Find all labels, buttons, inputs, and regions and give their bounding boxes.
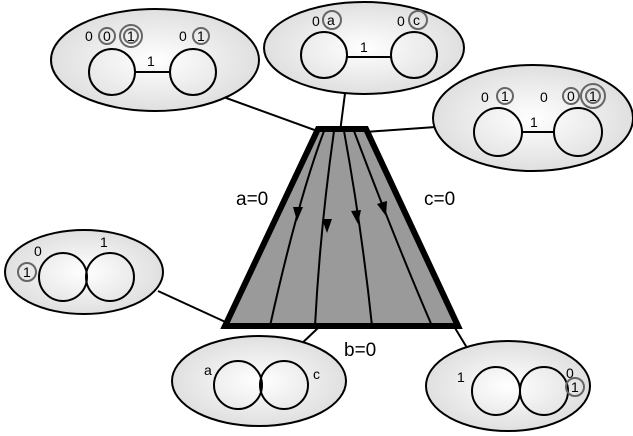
ring-left-label: 1 — [23, 264, 31, 280]
bubble-outline — [50, 8, 260, 112]
trapezoid-body — [220, 126, 463, 329]
bubble-mid-left: 1 0 1 — [4, 229, 164, 315]
bubble-bottom-right: 1 0 1 — [425, 340, 591, 432]
node-left — [300, 31, 348, 79]
arrow-3 — [351, 210, 361, 224]
top-label-b: 1 — [100, 234, 108, 250]
arrow-1 — [293, 207, 303, 221]
mark-left: 0 — [481, 89, 489, 105]
node-right — [85, 252, 135, 302]
ring-right-label: c — [413, 12, 420, 28]
ring-right-b-inner — [585, 88, 601, 104]
top-label-a: 0 — [34, 243, 42, 259]
ring-left — [322, 10, 342, 30]
edge-label: 1 — [360, 39, 368, 55]
ring-mid-a — [98, 27, 116, 45]
trajectory-3 — [343, 130, 373, 327]
label-left: a — [204, 362, 212, 378]
trajectory-4 — [353, 130, 433, 327]
trajectory-2 — [314, 130, 335, 327]
ring-right — [408, 10, 428, 30]
ring-mid-a-label: 0 — [103, 28, 111, 44]
label-b-zero: b=0 — [344, 340, 376, 361]
bubble-top-center: 1 0 a 0 c — [263, 1, 465, 95]
ring-left-label: 1 — [501, 88, 509, 104]
ring-mid-b-outer — [119, 24, 143, 48]
connector-mid-left — [157, 290, 233, 326]
ring-right-a — [562, 87, 580, 105]
bubble-top-right: 1 0 1 0 0 1 — [432, 64, 633, 172]
ring-right — [565, 377, 585, 397]
ring-right-label: 1 — [197, 28, 205, 44]
ring-left-label: a — [327, 12, 335, 28]
bubble-top-left: 1 0 0 1 0 1 — [50, 8, 260, 112]
arrow-4 — [377, 201, 387, 216]
ring-right-label: 1 — [571, 379, 579, 395]
bubble-bottom-center: a c — [171, 335, 347, 427]
ring-mid-b-label: 1 — [127, 28, 135, 44]
bubble-outline — [432, 64, 633, 172]
node-right — [390, 31, 438, 79]
mark-right: 0 — [179, 28, 187, 44]
bubble-outline — [171, 335, 347, 427]
node-left — [213, 360, 263, 410]
mark-left: 0 — [85, 28, 93, 44]
ring-right-a-label: 0 — [567, 88, 575, 104]
ring-mid-b-inner — [123, 28, 139, 44]
mark-right: 0 — [566, 365, 574, 381]
bubble-outline — [425, 340, 591, 432]
label-left: 1 — [457, 369, 465, 385]
ring-left — [496, 87, 514, 105]
ring-left — [17, 262, 37, 282]
ring-right-b-label: 1 — [589, 88, 597, 104]
ring-right-b-outer — [580, 83, 606, 109]
node-right — [259, 360, 309, 410]
bubble-outline — [263, 1, 465, 95]
label-right: c — [313, 366, 320, 382]
edge-label: 1 — [530, 114, 538, 130]
label-a-zero: a=0 — [236, 189, 268, 210]
trajectory-arrows — [293, 201, 387, 233]
label-c-zero: c=0 — [424, 189, 455, 210]
mark-right: 0 — [397, 13, 405, 29]
mark-left: 0 — [312, 13, 320, 29]
edge-label: 1 — [147, 53, 155, 69]
mark-right: 0 — [540, 89, 548, 105]
transition-trapezoid: a=0 c=0 b=0 — [220, 126, 463, 361]
ring-right — [192, 27, 210, 45]
arrow-2 — [322, 219, 332, 233]
